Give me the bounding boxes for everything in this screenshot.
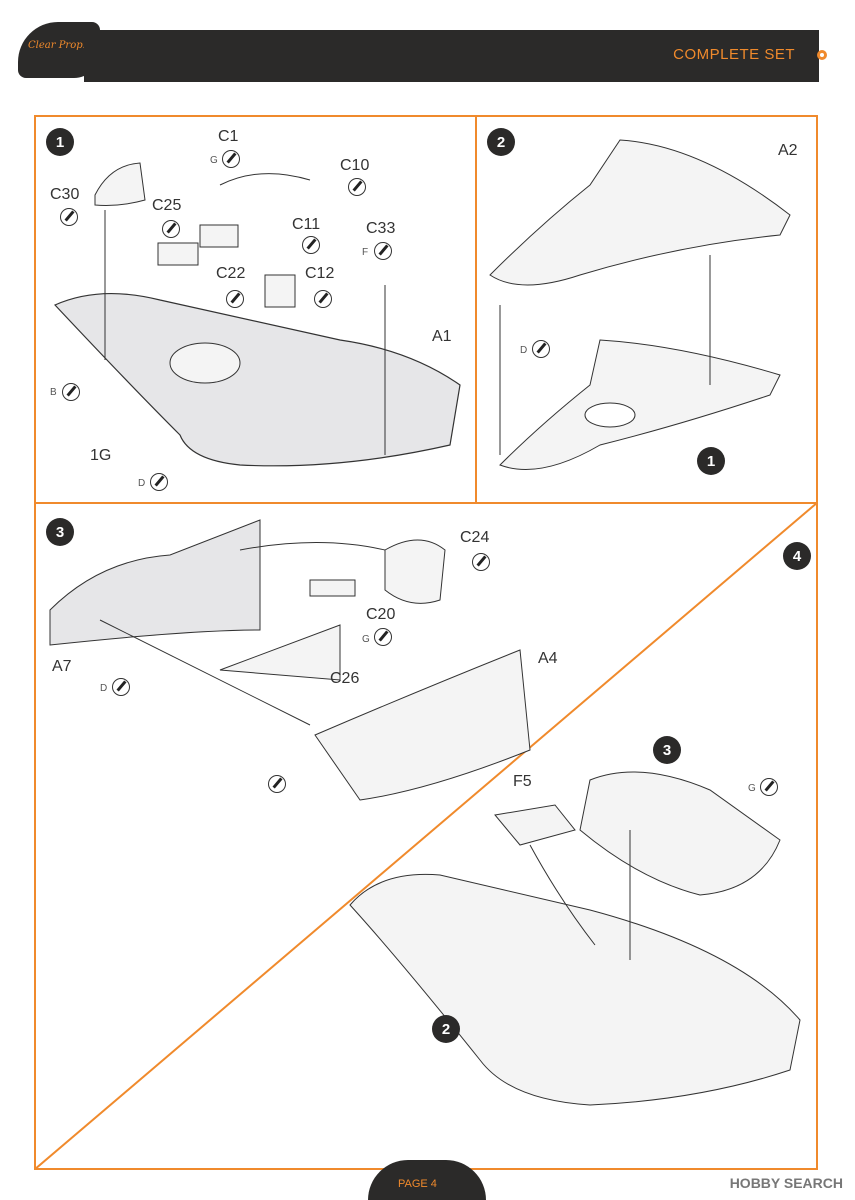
step2-drawing — [489, 139, 791, 470]
glue-icon — [222, 150, 240, 168]
glue-icon — [760, 778, 778, 796]
weight-label: 1G — [90, 447, 112, 464]
glue-icon — [314, 290, 332, 308]
part-label-a7: A7 — [52, 658, 72, 675]
glue-icon — [348, 178, 366, 196]
part-label-a1: A1 — [432, 328, 452, 345]
part-label-c20: C20 — [366, 606, 396, 623]
glue-label-g: G — [362, 634, 370, 645]
glue-icon — [302, 236, 320, 254]
divider-diagonal — [34, 502, 818, 1170]
glue-icon — [112, 678, 130, 696]
glue-icon — [226, 290, 244, 308]
glue-label-g: G — [210, 155, 218, 166]
part-label-c30: C30 — [50, 186, 80, 203]
ref-step-3-badge: 3 — [653, 736, 681, 764]
glue-label-d: D — [520, 345, 528, 356]
part-label-c22: C22 — [216, 265, 246, 282]
glue-icon — [62, 383, 80, 401]
divider-horizontal — [34, 502, 818, 504]
header-bar — [84, 30, 819, 82]
header-dot-icon — [817, 50, 827, 60]
glue-icon — [532, 340, 550, 358]
page-number: PAGE 4 — [398, 1178, 437, 1190]
step3-drawing — [49, 519, 531, 801]
part-label-c26: C26 — [330, 670, 360, 687]
part-label-c25: C25 — [152, 197, 182, 214]
glue-label-g: G — [748, 783, 756, 794]
step-1-badge: 1 — [46, 128, 74, 156]
part-label-c1: C1 — [218, 128, 239, 145]
glue-icon — [268, 775, 286, 793]
watermark: HOBBY SEARCH — [729, 1175, 843, 1191]
step-4-badge: 4 — [783, 542, 811, 570]
part-label-c10: C10 — [340, 157, 370, 174]
glue-icon — [374, 242, 392, 260]
glue-icon — [162, 220, 180, 238]
step4-drawing — [349, 771, 801, 1106]
part-label-b: B — [50, 387, 57, 398]
part-label-c24: C24 — [460, 529, 490, 546]
step-3-badge: 3 — [46, 518, 74, 546]
step-2-badge: 2 — [487, 128, 515, 156]
glue-icon — [60, 208, 78, 226]
part-label-a4: A4 — [538, 650, 558, 667]
divider-vertical — [475, 115, 477, 503]
header-title: COMPLETE SET — [673, 46, 795, 63]
part-label-c33: C33 — [366, 220, 396, 237]
page-tab — [368, 1160, 486, 1200]
part-label-c12: C12 — [305, 265, 335, 282]
glue-icon — [472, 553, 490, 571]
step1-drawing — [53, 162, 461, 467]
glue-label-d: D — [100, 683, 108, 694]
glue-icon — [374, 628, 392, 646]
glue-label-f: F — [362, 247, 369, 258]
ref-step-2-badge: 2 — [432, 1015, 460, 1043]
part-label-c11: C11 — [292, 216, 321, 233]
page-header: Clear Prop! COMPLETE SET — [0, 0, 855, 90]
ref-step-1-badge: 1 — [697, 447, 725, 475]
part-label-f5: F5 — [513, 773, 532, 790]
glue-label-d: D — [138, 478, 146, 489]
glue-icon — [150, 473, 168, 491]
part-label-a2: A2 — [778, 142, 798, 159]
